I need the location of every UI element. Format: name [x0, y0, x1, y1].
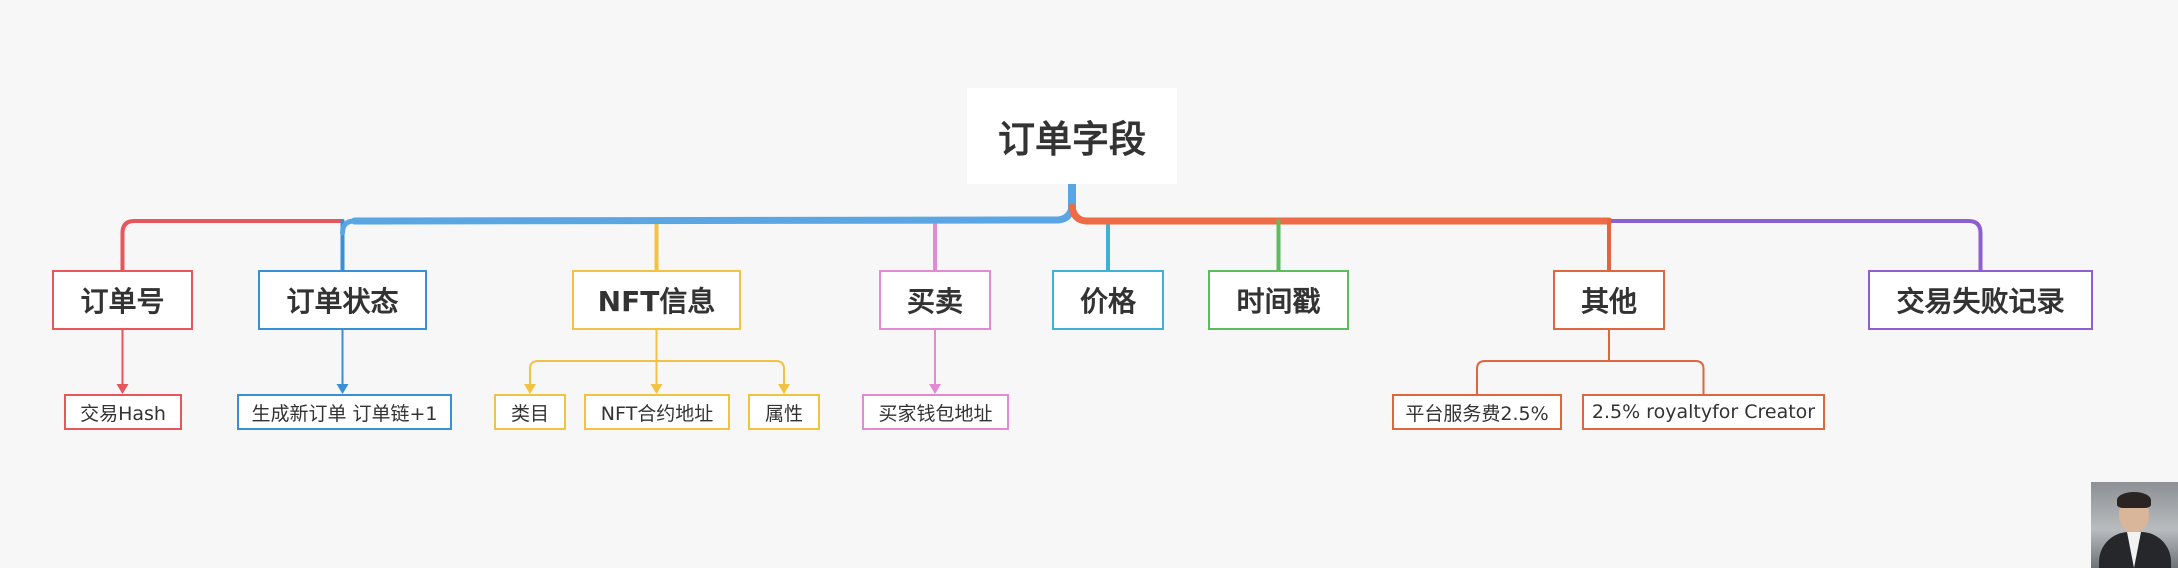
- trunk-left: [351, 203, 1076, 225]
- leaf-connector: [529, 360, 785, 393]
- leaf-platform-fee[interactable]: 平台服务费2.5%: [1392, 394, 1562, 430]
- branch-nft-info[interactable]: NFT信息: [572, 270, 741, 330]
- leaf-transaction-hash[interactable]: 交易Hash: [64, 394, 182, 430]
- arrow-head: [929, 384, 941, 394]
- arrow-head: [116, 384, 129, 394]
- trunk-right: [1068, 203, 1613, 225]
- leaf-creator-royalty[interactable]: 2.5% royaltyfor Creator: [1582, 394, 1825, 430]
- branch-failed-transaction-record[interactable]: 交易失败记录: [1868, 270, 2093, 330]
- branch-other[interactable]: 其他: [1553, 270, 1665, 330]
- leaf-attributes[interactable]: 属性: [748, 394, 820, 430]
- branch-order-number[interactable]: 订单号: [52, 270, 193, 330]
- branch-buy-sell[interactable]: 买卖: [879, 270, 991, 330]
- arrow-head: [336, 384, 349, 394]
- arrow-head: [650, 384, 663, 394]
- leaf-buyer-wallet-address[interactable]: 买家钱包地址: [862, 394, 1009, 430]
- branch-order-status[interactable]: 订单状态: [258, 270, 427, 330]
- presenter-avatar: [2091, 482, 2178, 568]
- branch-connector: [120, 219, 345, 272]
- leaf-new-order[interactable]: 生成新订单 订单链+1: [237, 394, 452, 430]
- leaf-connector: [1476, 360, 1705, 395]
- leaf-category[interactable]: 类目: [494, 394, 566, 430]
- arrow-head: [778, 384, 790, 394]
- branch-price[interactable]: 价格: [1052, 270, 1164, 330]
- arrow-head: [524, 384, 536, 394]
- branch-timestamp[interactable]: 时间戳: [1208, 270, 1349, 330]
- branch-connector: [1607, 219, 1983, 272]
- root-node[interactable]: 订单字段: [967, 88, 1177, 184]
- leaf-nft-contract-address[interactable]: NFT合约地址: [584, 394, 730, 430]
